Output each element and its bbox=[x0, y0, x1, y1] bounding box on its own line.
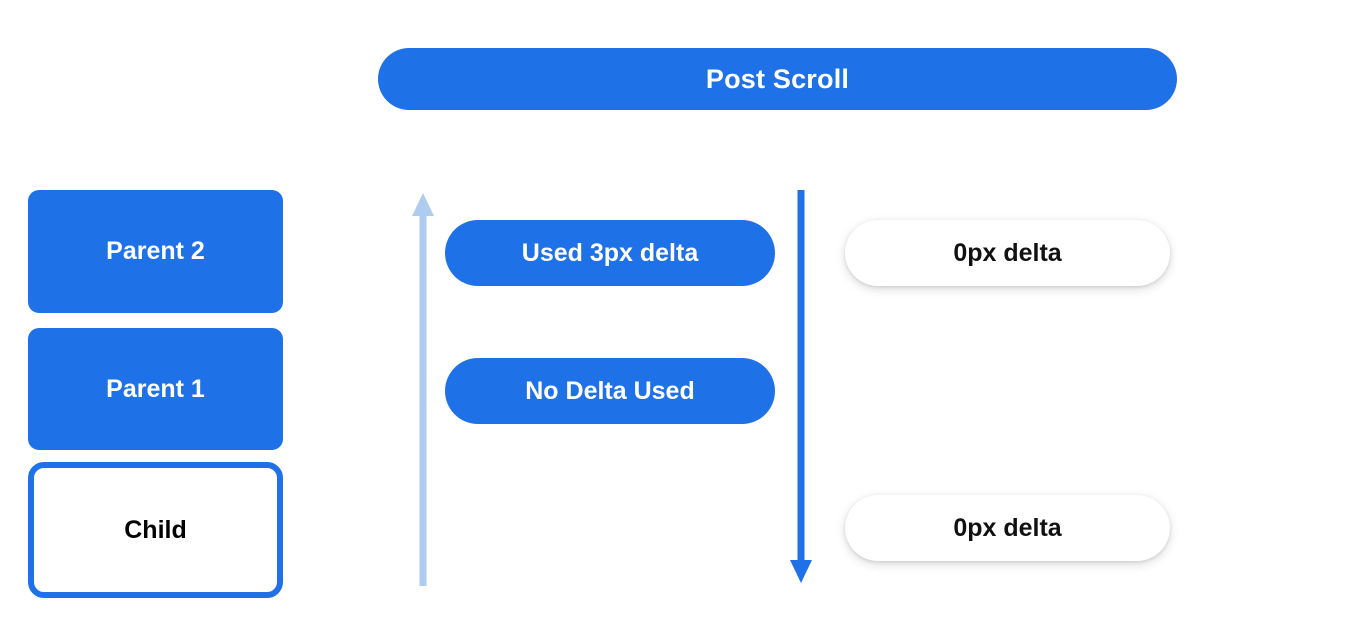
node-parent-1-label: Parent 1 bbox=[106, 374, 205, 403]
node-parent-2[interactable]: Parent 2 bbox=[28, 190, 283, 313]
page-title-banner: Post Scroll bbox=[378, 48, 1177, 110]
node-parent-2-label: Parent 2 bbox=[106, 237, 205, 265]
node-parent-1[interactable]: Parent 1 bbox=[28, 328, 283, 450]
pill-zero-delta-bottom-label: 0px delta bbox=[953, 513, 1062, 542]
node-child[interactable]: Child bbox=[28, 462, 283, 598]
pill-no-delta-used[interactable]: No Delta Used bbox=[445, 358, 775, 424]
scroll-chain-up-arrow bbox=[412, 193, 434, 586]
node-child-label: Child bbox=[124, 515, 187, 544]
pill-zero-delta-top-label: 0px delta bbox=[953, 238, 1062, 267]
pill-zero-delta-top[interactable]: 0px delta bbox=[845, 220, 1170, 286]
pill-zero-delta-bottom[interactable]: 0px delta bbox=[845, 495, 1170, 561]
pill-used-3px-delta[interactable]: Used 3px delta bbox=[445, 220, 775, 286]
page-title: Post Scroll bbox=[705, 63, 850, 94]
pill-used-3px-delta-label: Used 3px delta bbox=[521, 238, 699, 267]
scroll-chain-down-arrow bbox=[790, 190, 812, 583]
pill-no-delta-used-label: No Delta Used bbox=[525, 376, 695, 405]
